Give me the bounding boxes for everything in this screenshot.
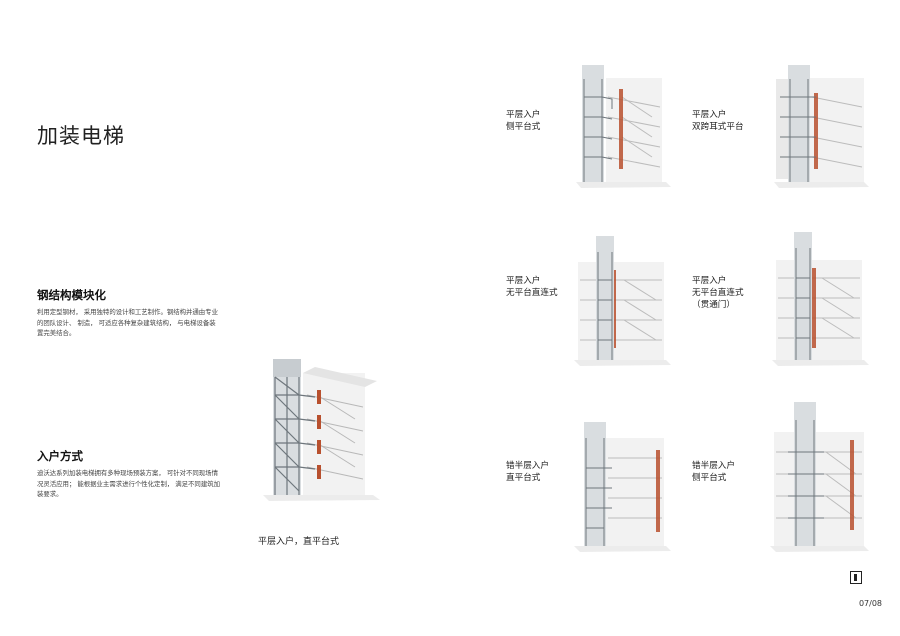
building-illustration-main [263,359,380,501]
variant-label-1: 平层入户 侧平台式 [506,110,541,132]
page-number: 07/08 [858,599,882,608]
variant-label-4: 平层入户 无平台直连式 （贯通门） [692,276,744,310]
variant-label-3: 平层入户 无平台直连式 [506,276,558,298]
page-badge-icon [850,571,862,584]
section-title-entry-methods: 入户方式 [37,449,83,463]
section-title-steel-module: 钢结构模块化 [37,288,106,302]
main-illustration-caption: 平层入户，直平台式 [258,537,340,547]
building-illustration-variant-2 [774,65,869,188]
page-title: 加装电梯 [37,124,125,148]
building-illustration-variant-3 [574,236,671,366]
building-illustration-variant-5 [574,422,671,552]
building-illustration-variant-1 [576,65,671,188]
section-body-entry-methods: 迪沃达系列加装电梯拥有多种现场预装方案， 可针对不同现场情况灵活应用； 能根据业… [37,469,220,499]
variant-label-5: 错半层入户 直平台式 [506,461,549,483]
building-illustration-variant-4 [772,232,869,366]
building-illustration-variant-6 [770,402,869,552]
section-body-steel-module: 利用定型钢材， 采用独特的设计和工艺制作。钢结构并通由专业的团队设计、 制造， … [37,308,218,338]
variant-label-6: 错半层入户 侧平台式 [692,461,735,483]
variant-label-2: 平层入户 双跨耳式平台 [692,110,744,132]
